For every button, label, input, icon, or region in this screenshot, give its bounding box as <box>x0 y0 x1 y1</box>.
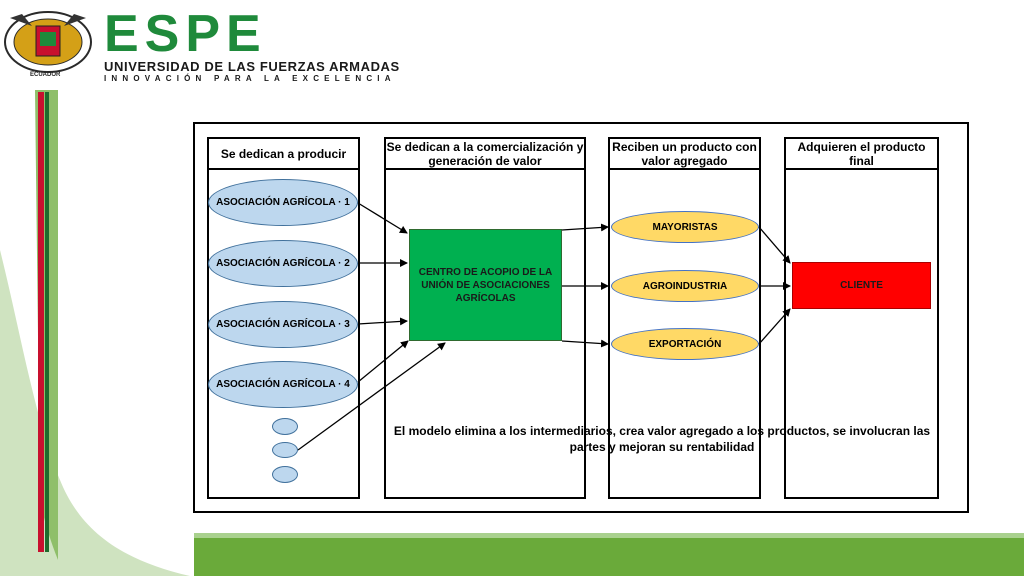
seal-caption: ECUADOR <box>30 72 61 78</box>
client-box: CLIENTE <box>792 262 931 309</box>
channel-ellipse-mayoristas: MAYORISTAS <box>611 211 759 243</box>
column-header-commercialization: Se dedican a la comercialización y gener… <box>386 139 584 170</box>
producer-ellipse-small-2 <box>272 442 298 458</box>
footer-green-bar <box>194 538 1024 576</box>
producer-ellipse-small-3 <box>272 466 298 483</box>
university-name: UNIVERSIDAD DE LAS FUERZAS ARMADAS <box>104 59 400 74</box>
column-header-final-buyers: Adquieren el producto final <box>786 139 937 170</box>
column-header-producers: Se dedican a producir <box>209 139 358 170</box>
collection-center-box: CENTRO DE ACOPIO DE LA UNIÓN DE ASOCIACI… <box>409 229 562 341</box>
footer-light-bar <box>194 533 1024 538</box>
diagram-note: El modelo elimina a los intermediarios, … <box>393 424 931 454</box>
producer-ellipse-3: ASOCIACIÓN AGRÍCOLA · 3 <box>208 301 358 348</box>
diagram-frame <box>193 122 969 513</box>
red-stripe <box>38 92 44 552</box>
column-producers: Se dedican a producir <box>207 137 360 499</box>
university-seal-icon <box>4 11 92 73</box>
university-logo: ESPE UNIVERSIDAD DE LAS FUERZAS ARMADAS … <box>104 8 400 84</box>
column-header-value-added: Reciben un producto con valor agregado <box>610 139 759 170</box>
producer-ellipse-1: ASOCIACIÓN AGRÍCOLA · 1 <box>208 179 358 226</box>
dark-green-stripe <box>45 92 49 552</box>
producer-ellipse-2: ASOCIACIÓN AGRÍCOLA · 2 <box>208 240 358 287</box>
light-green-wave <box>0 250 190 576</box>
brand-name: ESPE <box>104 5 267 63</box>
channel-ellipse-exportacion: EXPORTACIÓN <box>611 328 759 360</box>
producer-ellipse-small-1 <box>272 418 298 435</box>
column-commercialization: Se dedican a la comercialización y gener… <box>384 137 586 499</box>
university-motto: INNOVACIÓN PARA LA EXCELENCIA <box>104 74 396 83</box>
channel-ellipse-agroindustria: AGROINDUSTRIA <box>611 270 759 302</box>
producer-ellipse-4: ASOCIACIÓN AGRÍCOLA · 4 <box>208 361 358 408</box>
